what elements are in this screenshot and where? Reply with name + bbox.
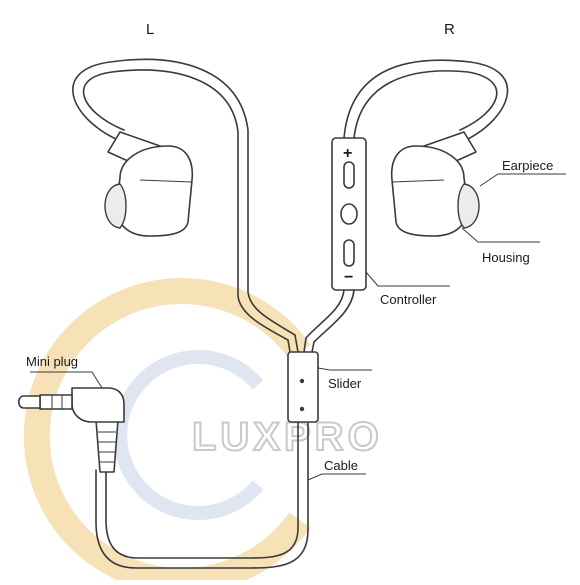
mini-plug-label: Mini plug xyxy=(26,354,78,369)
slider-leader xyxy=(317,367,372,371)
slider-body xyxy=(287,351,319,423)
left-housing-shell xyxy=(115,145,194,237)
right-earpiece xyxy=(390,131,480,237)
right-ear-hook-inner xyxy=(353,70,498,139)
right-housing-divider xyxy=(391,179,445,183)
watermark-text: LUXPRO xyxy=(192,415,383,459)
slider-label: Slider xyxy=(328,376,362,391)
controller-leader xyxy=(365,271,450,287)
right-cable-lower-inner xyxy=(311,289,355,353)
watermark: LUXPRO xyxy=(23,278,383,585)
mini-plug xyxy=(17,387,125,473)
volume-down-symbol: − xyxy=(344,269,353,286)
main-cable xyxy=(105,421,299,559)
volume-up-symbol: + xyxy=(343,145,352,162)
housing-leader xyxy=(461,227,540,243)
left-earpiece xyxy=(104,131,194,237)
watermark-blue-arc xyxy=(113,350,264,520)
watermark-orange-arc xyxy=(23,278,311,585)
slider-dot-bottom xyxy=(299,406,305,412)
volume-down-button xyxy=(343,239,355,267)
left-ear-hook xyxy=(72,58,299,353)
leader-lines xyxy=(30,173,566,481)
right-ear-hook xyxy=(343,59,509,141)
main-cable-inner xyxy=(95,421,309,569)
mini-plug-tip xyxy=(17,395,41,409)
housing-label: Housing xyxy=(482,250,530,265)
slider-dot-top xyxy=(299,378,305,384)
left-side-label: L xyxy=(146,21,154,38)
left-eartip xyxy=(104,183,127,229)
cable-label: Cable xyxy=(324,458,358,473)
volume-up-button xyxy=(343,161,355,189)
cable-leader xyxy=(307,473,366,481)
mini-plug-sleeve xyxy=(39,394,73,410)
mini-plug-strain-relief xyxy=(95,419,119,473)
mini-plug-leader xyxy=(30,371,103,389)
right-eartip xyxy=(457,183,480,229)
controller: + − xyxy=(331,137,367,291)
earpiece-leader xyxy=(479,173,566,187)
mini-plug-body xyxy=(71,387,125,423)
right-cable-lower xyxy=(303,289,345,353)
mini-plug-grip-rings xyxy=(98,431,116,463)
controller-label: Controller xyxy=(380,292,437,307)
left-housing-divider xyxy=(139,179,193,183)
slider xyxy=(287,351,319,423)
right-housing-shell xyxy=(390,145,469,237)
right-side-label: R xyxy=(444,21,455,38)
center-button xyxy=(340,203,358,225)
earpiece-label: Earpiece xyxy=(502,158,553,173)
left-ear-hook-inner xyxy=(82,69,291,353)
